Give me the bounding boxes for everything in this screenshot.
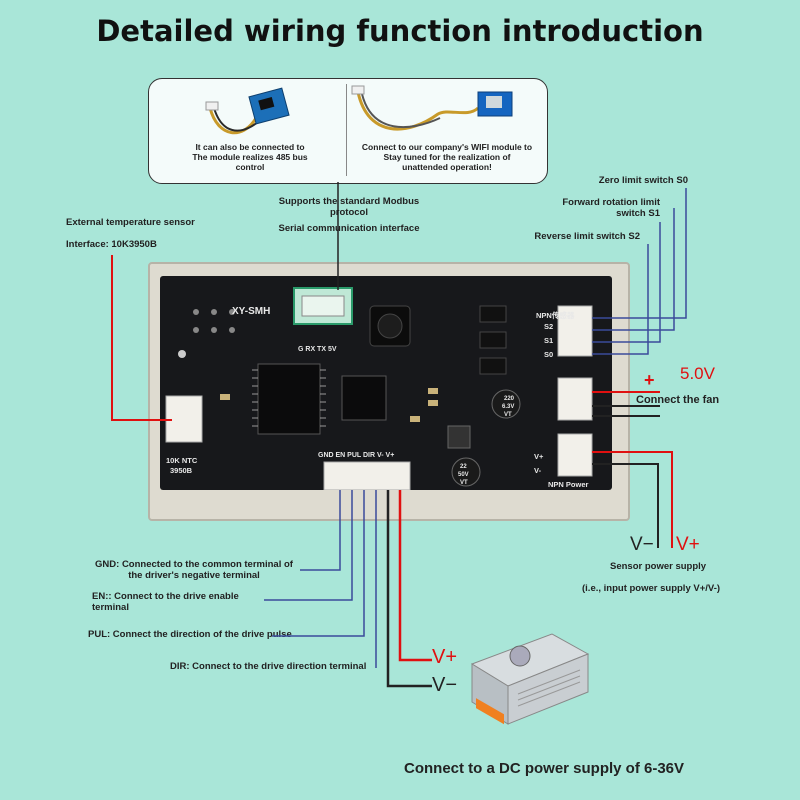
zero-limit-label: Zero limit switch S0 [598,175,688,186]
connect-fan-label: Connect the fan [636,394,720,406]
board-model: XY-SMH [232,306,271,317]
s0-label: S0 [544,350,554,359]
accessory-modules-illustration [205,85,513,135]
cap2-label-1: 22 [460,464,467,470]
ntc-label-2: 3950B [170,466,193,475]
sensor-vminus: V− [630,534,654,555]
npn-power-label: NPN Power [548,480,589,489]
cap1-label-1: 220 [504,396,515,402]
fan-plus-sign: + [644,370,655,390]
dc-power-supply-unit [470,633,590,725]
npn-sensor-label: NPN传感器 [536,311,575,320]
cap1-label-2: 6.3V [502,404,515,410]
dc-supply-label: Connect to a DC power supply of 6-36V [404,760,685,777]
bubble-divider [346,84,347,176]
fan-voltage: 5.0V [680,364,715,383]
vplus-pin-label: V+ [534,452,544,461]
main-vplus: V+ [432,646,458,668]
cap2-label-2: 50V [458,472,469,478]
ext-temp-label: External temperature sensor [66,217,195,228]
s1-label: S1 [544,336,554,345]
input-power-label: (i.e., input power supply V+/V-) [582,583,721,594]
dir-label: DIR: Connect to the drive direction term… [170,661,367,672]
forward-limit-label: Forward rotation limit switch S1 [562,197,660,219]
gnd-label: GND: Connected to the common terminal of… [95,559,293,581]
serial-label: Serial communication interface [278,223,420,234]
serial-pin-labels: G RX TX 5V [298,346,337,353]
cap1-label-3: VT [504,412,512,418]
ntc-label-1: 10K NTC [166,456,198,465]
s2-label: S2 [544,322,554,331]
interface-label: Interface: 10K3950B [66,239,157,250]
reverse-limit-label: Reverse limit switch S2 [534,231,640,242]
page-title: Detailed wiring function introduction [96,14,704,48]
main-vminus: V− [432,674,458,696]
en-label: EN:: Connect to the drive enable termina… [92,591,239,613]
sensor-vplus: V+ [676,534,700,555]
sensor-power-label: Sensor power supply [610,561,707,572]
bubble-right-text: Connect to our company's WIFI module to … [361,142,533,173]
vminus-pin-label: V- [534,466,542,475]
cap2-label-3: VT [460,480,468,486]
pcb-components [165,287,593,490]
pul-label: PUL: Connect the direction of the drive … [88,629,292,640]
bottom-pin-labels: GND EN PUL DIR V- V+ [318,452,395,459]
modbus-label: Supports the standard Modbus protocol [278,196,420,218]
bubble-left-text: It can also be connected to The module r… [192,142,308,173]
